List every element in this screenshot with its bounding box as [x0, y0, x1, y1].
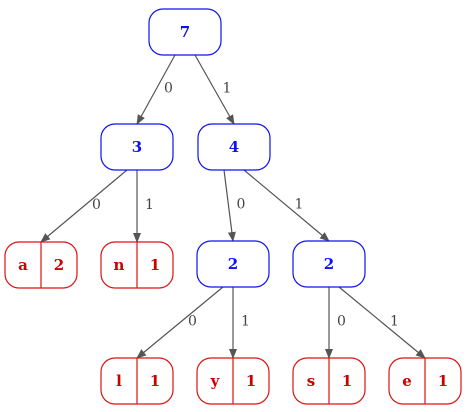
edge-line: [136, 286, 224, 359]
edge-line: [194, 54, 235, 125]
internal-node-box: [292, 240, 366, 288]
node-weight: 3: [132, 138, 142, 156]
edge-root-n4: 1: [194, 54, 235, 125]
edge-line: [243, 169, 330, 242]
leaf-char: e: [402, 372, 412, 390]
edge-bit-label: 1: [241, 314, 250, 330]
edge-bit-label: 1: [295, 197, 304, 213]
edge-line: [223, 169, 236, 242]
edges-layer: 0 1 0 1 0 1 0 1 0 1: [40, 54, 426, 359]
node-weight: 7: [180, 23, 190, 41]
edge-n4-n2b: 1: [243, 169, 330, 242]
edge-n2a-l: 0: [136, 286, 224, 359]
internal-node-n2a: 2: [196, 240, 270, 288]
leaf-count: 1: [246, 372, 256, 390]
edge-line: [136, 54, 176, 125]
edge-bit-label: 0: [92, 197, 101, 213]
internal-node-box: [196, 240, 270, 288]
leaf-char: a: [18, 256, 28, 274]
edge-bit-label: 1: [223, 81, 232, 97]
edge-bit-label: 0: [188, 314, 197, 330]
leaf-char: s: [307, 372, 315, 390]
edge-root-n3: 0: [136, 54, 176, 125]
internal-node-n4: 4: [197, 123, 271, 171]
leaf-count: 1: [438, 372, 448, 390]
edge-bit-label: 1: [145, 197, 154, 213]
node-weight: 2: [228, 255, 238, 273]
edge-n2b-s: 0: [325, 287, 346, 359]
internal-node-n3: 3: [100, 123, 174, 171]
edge-bit-label: 0: [237, 197, 246, 213]
node-weight: 2: [324, 255, 334, 273]
edge-bit-label: 1: [390, 314, 399, 330]
node-weight: 4: [229, 138, 239, 156]
edge-n4-n2a: 0: [223, 169, 246, 242]
leaf-count: 2: [54, 256, 64, 274]
leaf-char: y: [210, 372, 221, 390]
leaf-char: l: [116, 372, 122, 390]
internal-node-box: [100, 123, 174, 171]
internal-node-box: [148, 8, 222, 56]
internal-node-n2b: 2: [292, 240, 366, 288]
internal-node-root: 7: [148, 8, 222, 56]
edge-bit-label: 0: [164, 81, 173, 97]
leaf-count: 1: [150, 372, 160, 390]
edge-bit-label: 0: [337, 314, 346, 330]
edge-line: [40, 169, 128, 243]
edge-n2a-y: 1: [229, 287, 250, 359]
edge-n3-a: 0: [40, 169, 128, 243]
leaf-count: 1: [342, 372, 352, 390]
internal-node-box: [197, 123, 271, 171]
edge-n3-n: 1: [133, 170, 154, 243]
leaf-count: 1: [150, 256, 160, 274]
edge-line: [338, 286, 426, 359]
edge-n2b-e: 1: [338, 286, 426, 359]
leaf-char: n: [114, 256, 125, 274]
